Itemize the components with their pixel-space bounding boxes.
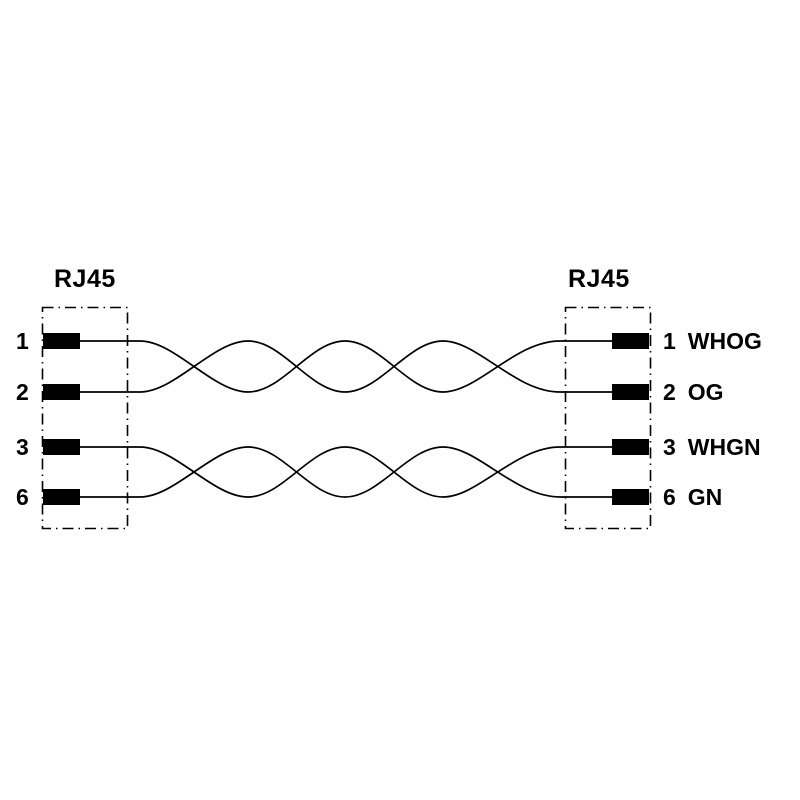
left-pin-6 xyxy=(43,489,80,505)
right-pin-label-1: 1 WHOG xyxy=(663,328,762,354)
right-connector-label: RJ45 xyxy=(568,265,630,293)
right-pin-number-6: 6 xyxy=(663,484,676,510)
right-pin-2 xyxy=(612,384,649,400)
wire-pair2-gn xyxy=(80,446,612,498)
right-pin-number-2: 2 xyxy=(663,379,676,405)
wire-pair2-whgn xyxy=(80,446,612,498)
left-pin-number-3: 3 xyxy=(16,434,29,460)
wire-color-code-whgn: WHGN xyxy=(687,434,761,460)
wire-color-code-og: OG xyxy=(687,379,724,405)
wire-color-code-whog: WHOG xyxy=(687,328,762,354)
left-connector-label: RJ45 xyxy=(54,265,116,293)
right-pin-3 xyxy=(612,439,649,455)
left-pin-2 xyxy=(43,384,80,400)
right-pin-number-1: 1 xyxy=(663,328,676,354)
left-pin-1 xyxy=(43,333,80,349)
right-pin-1 xyxy=(612,333,649,349)
left-pin-3 xyxy=(43,439,80,455)
wire-pair1-og xyxy=(80,340,612,393)
left-pin-number-2: 2 xyxy=(16,379,29,405)
left-pin-number-1: 1 xyxy=(16,328,29,354)
right-pin-label-6: 6 GN xyxy=(663,484,722,510)
left-connector-housing xyxy=(41,306,129,530)
right-pin-label-3: 3 WHGN xyxy=(663,434,761,460)
right-connector-housing xyxy=(564,306,652,530)
wire-color-code-gn: GN xyxy=(687,484,723,510)
right-pin-6 xyxy=(612,489,649,505)
right-pin-label-2: 2 OG xyxy=(663,379,724,405)
left-pin-number-6: 6 xyxy=(16,484,29,510)
wire-pair1-whog xyxy=(80,340,612,393)
right-pin-number-3: 3 xyxy=(663,434,676,460)
